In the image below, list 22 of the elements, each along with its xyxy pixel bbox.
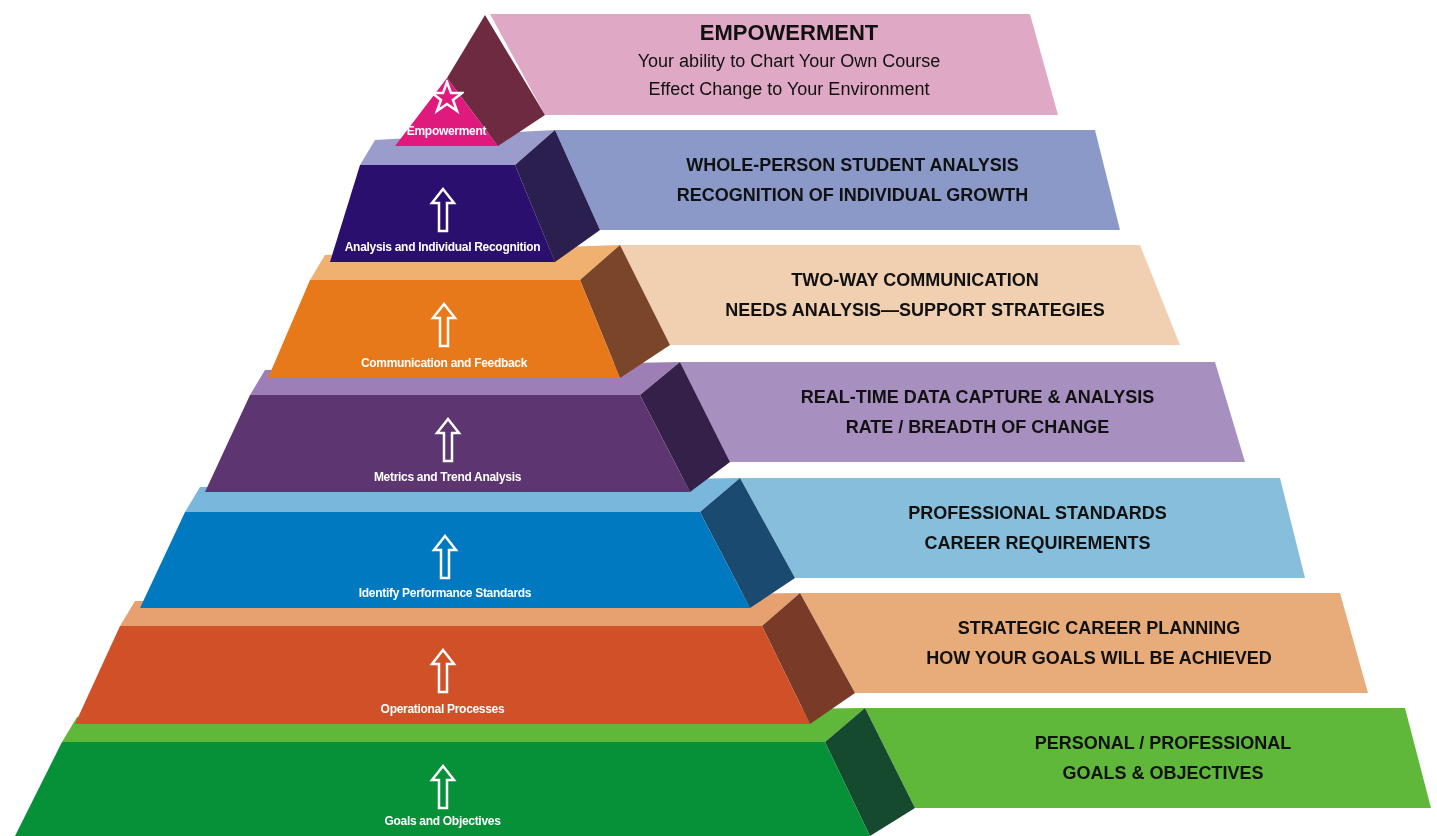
tier-label: Analysis and Individual Recognition (343, 240, 542, 254)
tier-label: Metrics and Trend Analysis (372, 470, 523, 484)
panel-text: PROFESSIONAL STANDARDS (907, 502, 1168, 525)
tier-label: Operational Processes (379, 702, 506, 716)
panel-heading: EMPOWERMENT (698, 18, 880, 47)
panel-text: NEEDS ANALYSIS—SUPPORT STRATEGIES (724, 299, 1106, 322)
panel-text: RECOGNITION OF INDIVIDUAL GROWTH (675, 184, 1030, 207)
panel-text: Your ability to Chart Your Own Course (636, 49, 942, 73)
tier-label: Identify Performance Standards (357, 586, 533, 600)
panel-text: Effect Change to Your Environment (647, 77, 931, 101)
panel-text: GOALS & OBJECTIVES (1061, 762, 1265, 785)
panel-text: PERSONAL / PROFESSIONAL (1033, 732, 1293, 755)
panel-text: TWO-WAY COMMUNICATION (790, 269, 1040, 292)
panel-text: RATE / BREADTH OF CHANGE (844, 416, 1111, 439)
panel-text: STRATEGIC CAREER PLANNING (956, 617, 1242, 640)
tier-label: Goals and Objectives (383, 814, 502, 828)
panel-text: CAREER REQUIREMENTS (923, 532, 1152, 555)
panel-text: HOW YOUR GOALS WILL BE ACHIEVED (925, 647, 1273, 670)
tier-label: Empowerment (405, 124, 488, 138)
panel-text: REAL-TIME DATA CAPTURE & ANALYSIS (799, 386, 1156, 409)
panel-text: WHOLE-PERSON STUDENT ANALYSIS (685, 154, 1020, 177)
tier-label: Communication and Feedback (359, 356, 529, 370)
